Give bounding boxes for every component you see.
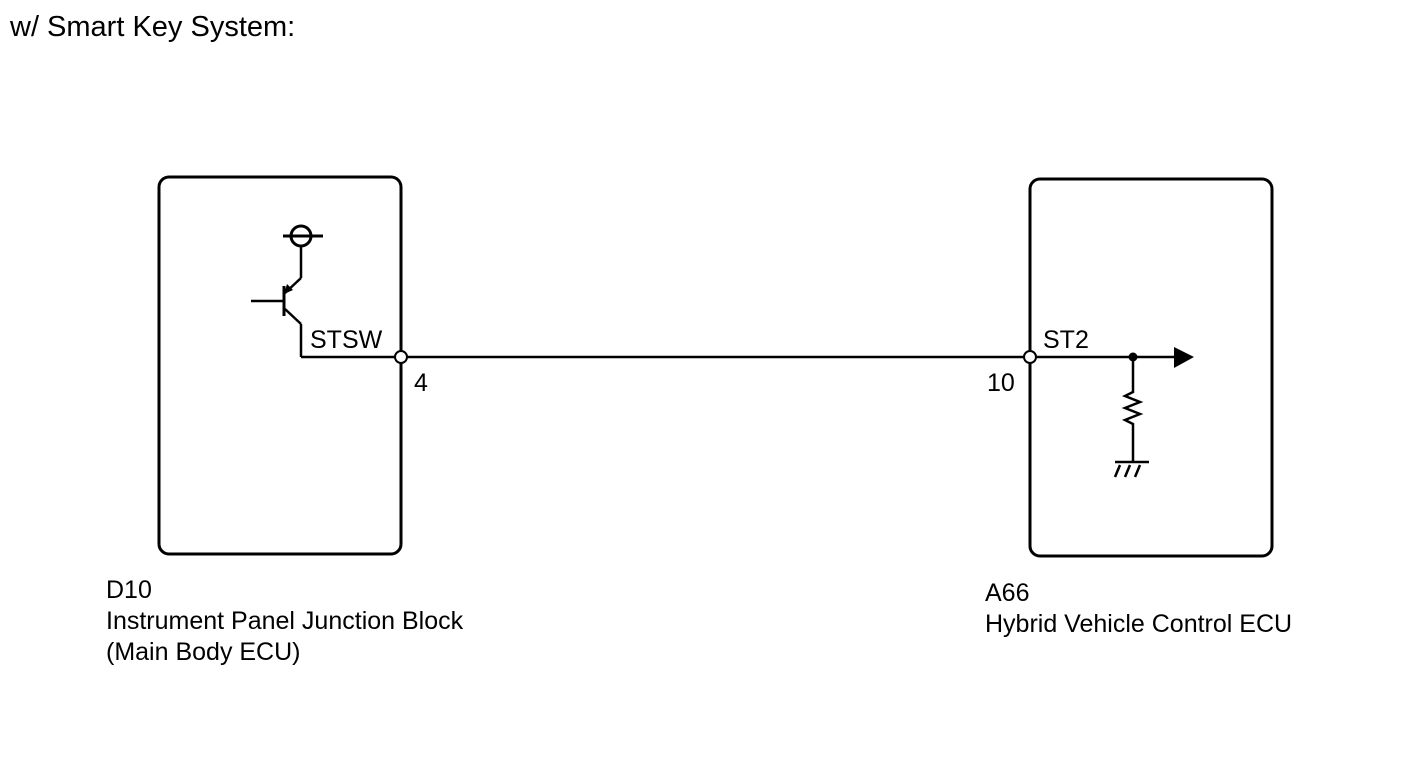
resistor-icon — [1121, 357, 1144, 462]
diagram-heading: w/ Smart Key System: — [10, 11, 296, 43]
left-component-subname: (Main Body ECU) — [106, 638, 301, 666]
terminal-name-stsw: STSW — [310, 326, 383, 354]
left-connector-code: D10 — [106, 576, 152, 604]
right-component-caption: A66 Hybrid Vehicle Control ECU — [985, 578, 1292, 640]
right-connector-code: A66 — [985, 579, 1030, 607]
left-component-caption: D10 Instrument Panel Junction Block (Mai… — [106, 575, 463, 668]
terminal-name-st2: ST2 — [1043, 326, 1089, 354]
right-component-box — [1028, 177, 1274, 558]
pin-number-left: 4 — [414, 369, 428, 397]
right-component-name: Hybrid Vehicle Control ECU — [985, 610, 1293, 638]
ground-icon — [1113, 460, 1149, 478]
transistor-icon — [251, 246, 303, 357]
signal-arrow-icon — [1174, 347, 1194, 368]
terminal-stsw-pin — [394, 350, 408, 364]
pin-number-right: 10 — [987, 369, 1015, 397]
left-component-box — [157, 175, 403, 556]
power-source-icon — [283, 224, 323, 248]
left-component-name: Instrument Panel Junction Block — [106, 607, 464, 635]
terminal-st2-pin — [1023, 350, 1037, 364]
